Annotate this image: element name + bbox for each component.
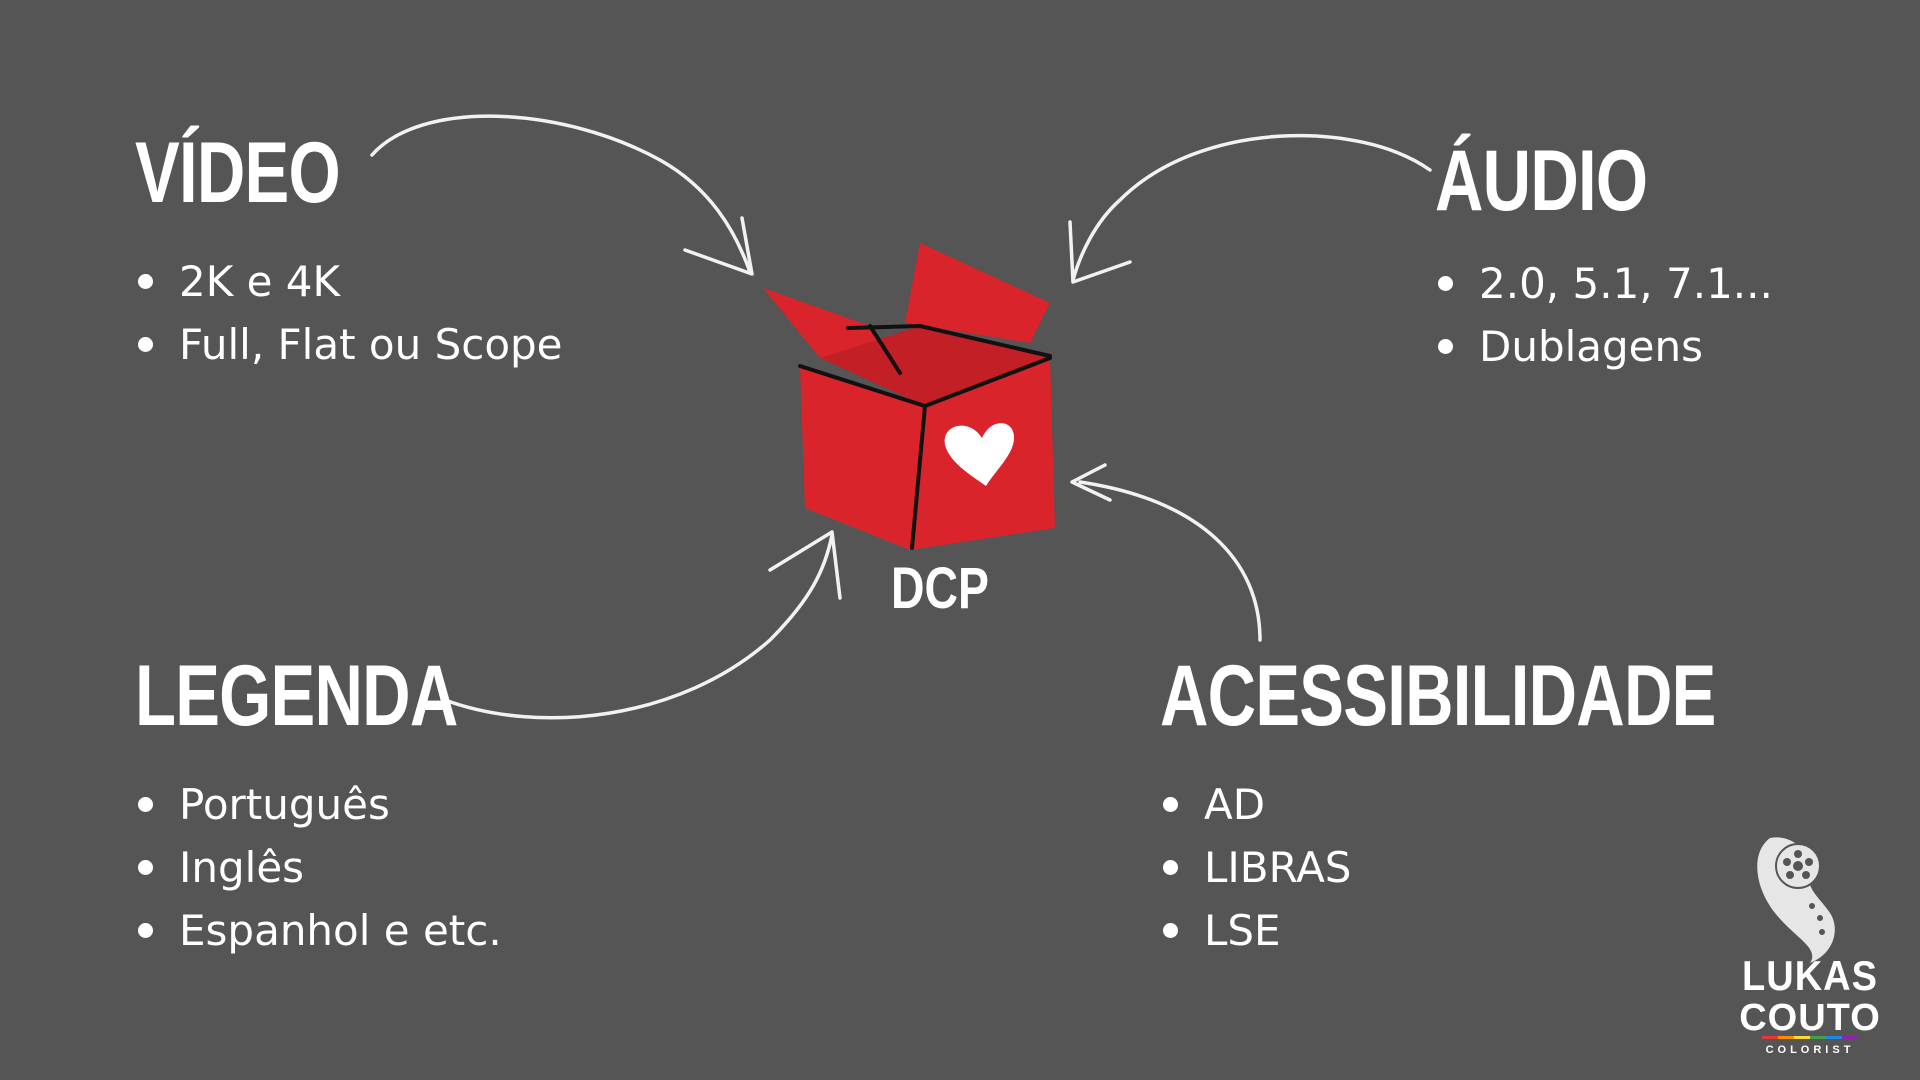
logo-tagline: COLORIST bbox=[1766, 1044, 1855, 1056]
section-title: LEGENDA bbox=[135, 648, 458, 744]
list-item: Português bbox=[135, 773, 548, 836]
arrow-legenda-to-dcp-head bbox=[768, 530, 842, 600]
section-title: ÁUDIO bbox=[1435, 133, 1648, 229]
bullet-icon bbox=[138, 923, 153, 938]
rainbow-stripe bbox=[1762, 1036, 1858, 1039]
bullet-icon bbox=[1163, 923, 1178, 938]
bullet-icon bbox=[1438, 339, 1453, 354]
bullet-icon bbox=[138, 274, 153, 289]
bullet-list: AD LIBRAS LSE bbox=[1160, 773, 1872, 962]
list-item: Inglês bbox=[135, 836, 548, 899]
heart-icon bbox=[944, 423, 1015, 486]
list-item: 2.0, 5.1, 7.1... bbox=[1435, 252, 1773, 315]
bullet-list: Português Inglês Espanhol e etc. bbox=[135, 773, 548, 962]
arrow-video-to-dcp-head bbox=[683, 216, 754, 276]
lukas-couto-logo: LUKAS COUTO COLORIST bbox=[1740, 837, 1880, 1056]
bullet-icon bbox=[138, 860, 153, 875]
bullet-icon bbox=[1163, 797, 1178, 812]
arrow-acess-to-dcp bbox=[1078, 480, 1262, 642]
logo-line2: COUTO bbox=[1740, 997, 1880, 1039]
open-box-heart-icon bbox=[763, 243, 1055, 550]
list-item: LIBRAS bbox=[1160, 836, 1872, 899]
arrow-legenda-to-dcp bbox=[443, 533, 834, 720]
dcp-label: DCP bbox=[891, 556, 989, 621]
section-video: VÍDEO 2K e 4K Full, Flat ou Scope bbox=[135, 130, 563, 376]
bullet-icon bbox=[1163, 860, 1178, 875]
arrow-acess-to-dcp-head bbox=[1070, 463, 1112, 502]
list-item: 2K e 4K bbox=[135, 250, 563, 313]
logo-line1: LUKAS bbox=[1742, 953, 1878, 999]
bullet-icon bbox=[138, 337, 153, 352]
section-legenda: LEGENDA Português Inglês Espanhol e etc. bbox=[135, 653, 548, 962]
bullet-icon bbox=[1438, 276, 1453, 291]
arrow-video-to-dcp bbox=[370, 114, 752, 274]
film-reel-tentacle-icon bbox=[1757, 837, 1835, 963]
section-title: ACESSIBILIDADE bbox=[1160, 648, 1716, 744]
section-title: VÍDEO bbox=[135, 125, 341, 221]
list-item: Espanhol e etc. bbox=[135, 899, 548, 962]
section-audio: ÁUDIO 2.0, 5.1, 7.1... Dublagens bbox=[1435, 138, 1773, 378]
list-item: LSE bbox=[1160, 899, 1872, 962]
bullet-list: 2K e 4K Full, Flat ou Scope bbox=[135, 250, 563, 376]
list-item: AD bbox=[1160, 773, 1872, 836]
bullet-icon bbox=[138, 797, 153, 812]
section-acessibilidade: ACESSIBILIDADE AD LIBRAS LSE bbox=[1160, 653, 1872, 962]
arrow-audio-to-dcp bbox=[1071, 133, 1432, 282]
list-item: Full, Flat ou Scope bbox=[135, 313, 563, 376]
bullet-list: 2.0, 5.1, 7.1... Dublagens bbox=[1435, 252, 1773, 378]
arrow-audio-to-dcp-head bbox=[1068, 220, 1132, 284]
list-item: Dublagens bbox=[1435, 315, 1773, 378]
